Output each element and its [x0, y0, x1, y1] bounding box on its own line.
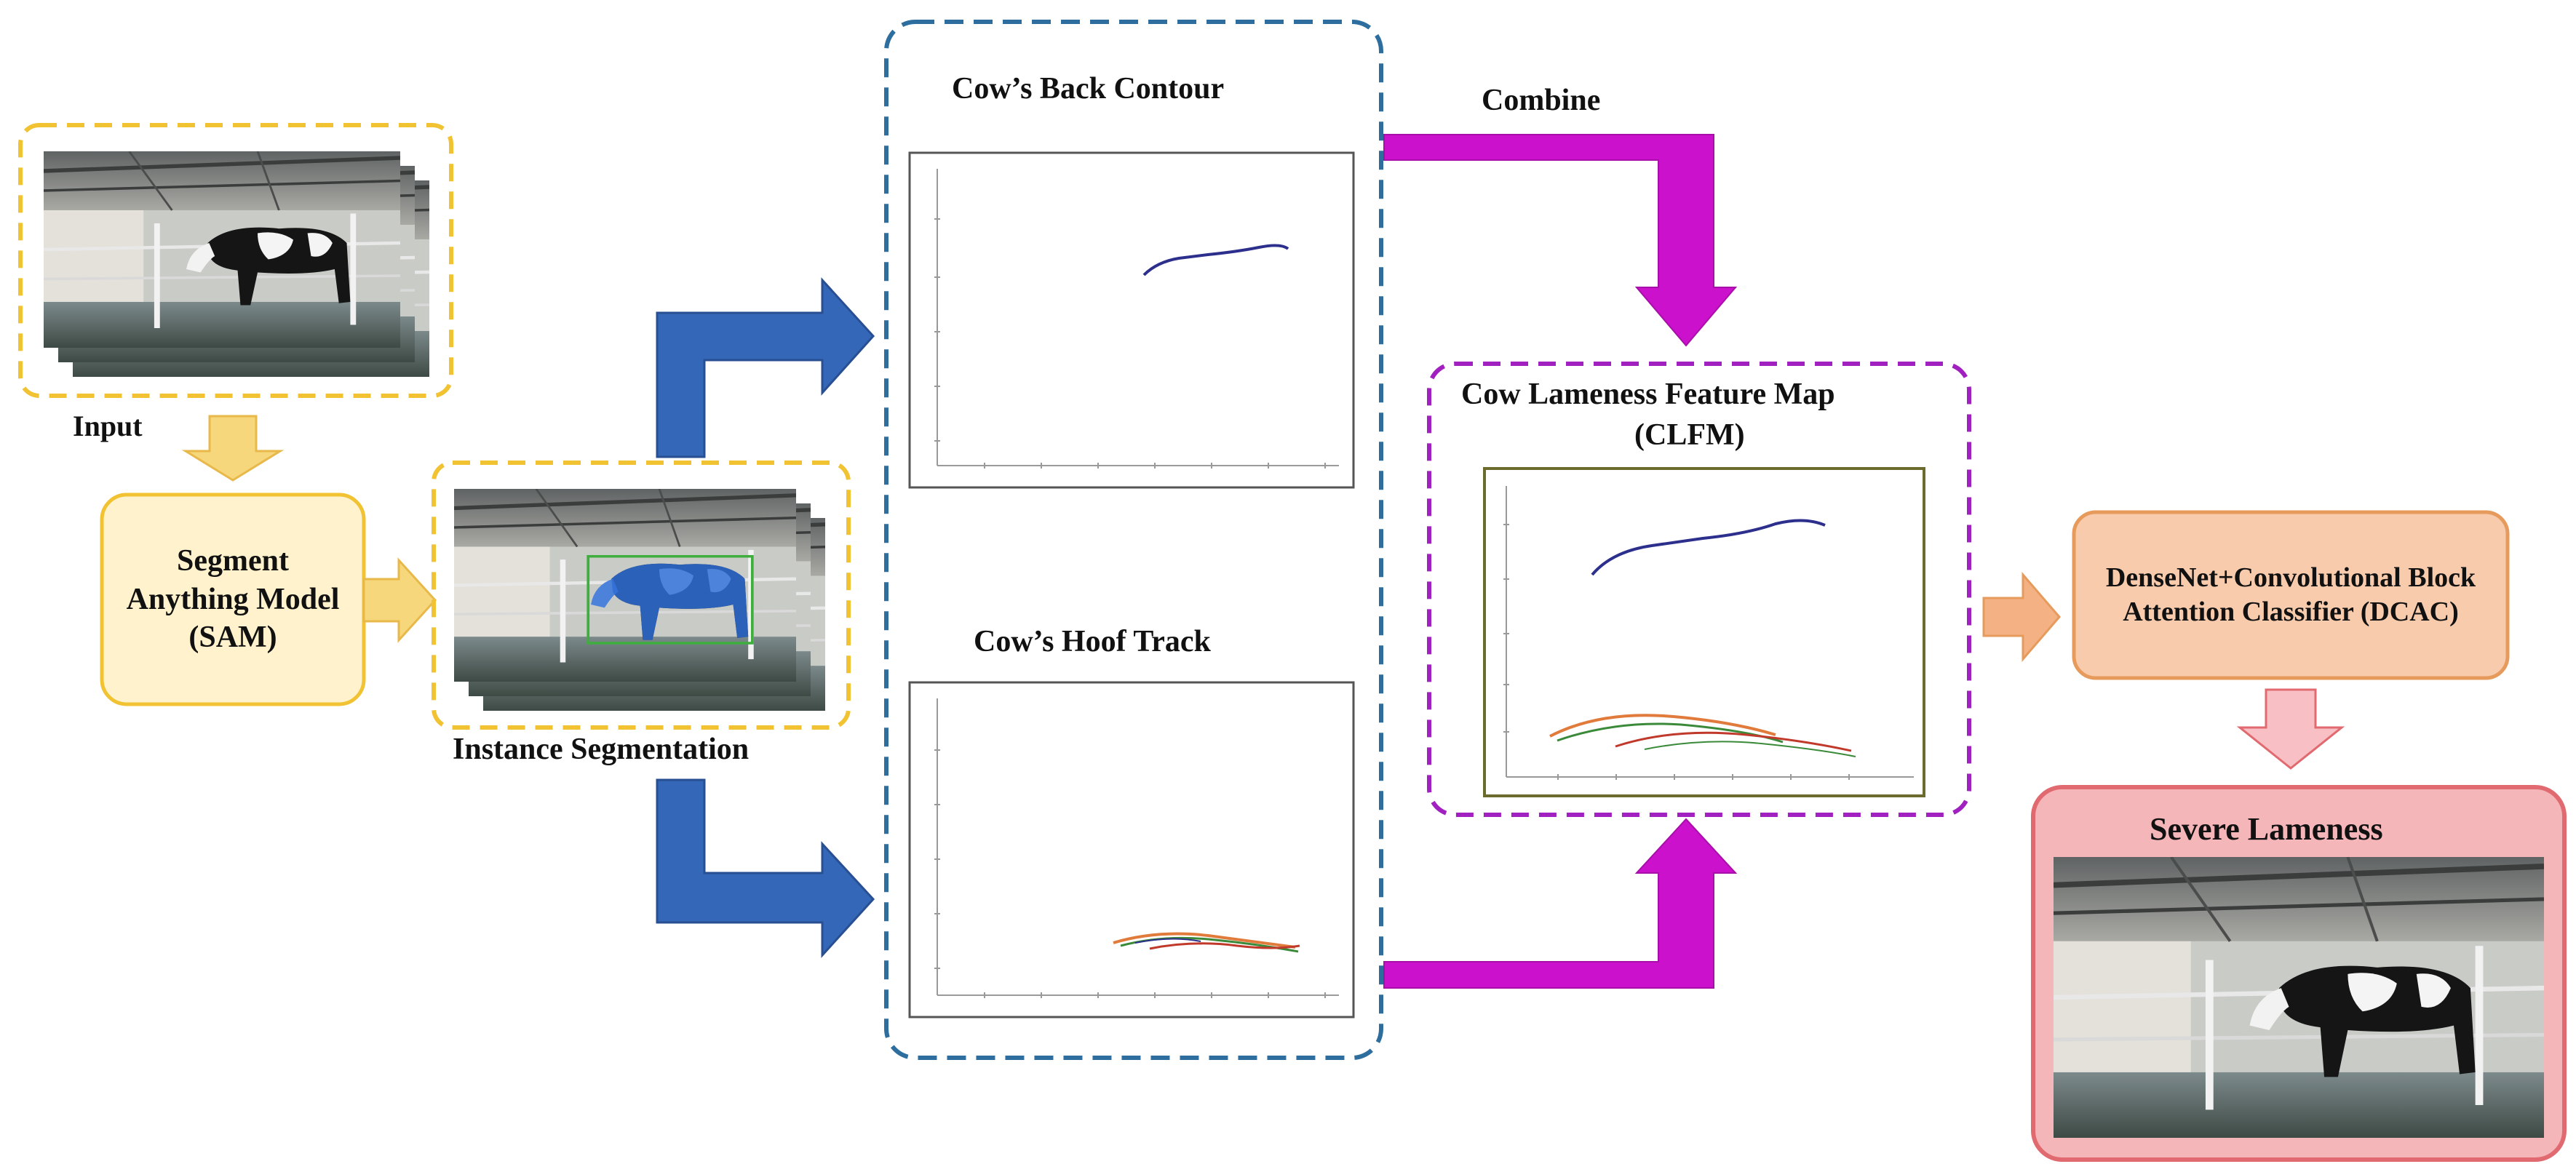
hoof-track-label: Cow’s Hoof Track: [974, 625, 1211, 658]
back-contour-plot: [908, 151, 1355, 489]
input-label: Input: [73, 410, 143, 442]
input-image-stack: [18, 123, 453, 398]
input-cow-photo: [44, 151, 400, 348]
arrow-dcac-to-result: [2236, 688, 2345, 770]
arrow-back-contour-to-clfm: [1383, 134, 1738, 347]
arrow-hoof-track-to-clfm: [1383, 818, 1738, 989]
segmented-cow-photo: [454, 489, 796, 682]
dcac-box: [2072, 510, 2510, 680]
back-contour-label: Cow’s Back Contour: [952, 72, 1225, 105]
feature-extraction-group: [884, 20, 1383, 1060]
combine-label: Combine: [1482, 84, 1601, 117]
arrow-clfm-to-dcac: [1982, 571, 2061, 663]
hoof-track-plot: [908, 681, 1355, 1018]
arrow-sam-to-segmentation: [362, 557, 437, 643]
sam-label: Segment Anything Model (SAM): [126, 544, 340, 655]
arrow-segmentation-to-hoof-track: [656, 778, 875, 958]
result-label: Severe Lameness: [2150, 811, 2383, 847]
segmentation-image-stack: [432, 461, 851, 730]
dcac-label: DenseNet+Convolutional Block Attention C…: [2105, 562, 2476, 628]
arrow-segmentation-to-back-contour: [656, 277, 875, 458]
instance-segmentation-label: Instance Segmentation: [453, 733, 750, 766]
result-cow-photo: [2054, 857, 2544, 1138]
clfm-group: [1427, 362, 1971, 817]
clfm-title-label: Cow Lameness Feature Map: [1461, 378, 1835, 411]
arrow-input-to-sam: [181, 415, 285, 482]
clfm-plot: [1483, 467, 1925, 797]
clfm-abbr-label: (CLFM): [1634, 418, 1745, 452]
